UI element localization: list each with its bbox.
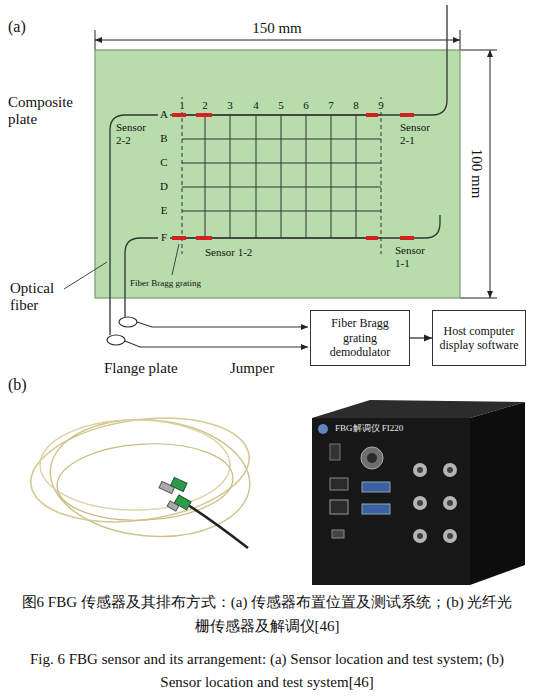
process-box: Fiber Bragg grating demodulator <box>310 310 410 366</box>
device-label: FBG解调仪 FI220 <box>335 423 403 433</box>
sensor-label: Sensor 2-1 <box>400 121 440 146</box>
column-number: 6 <box>300 99 312 112</box>
jumper-lines <box>125 322 308 347</box>
fbg-sensor-photo <box>24 405 256 548</box>
fbg-marks <box>172 115 414 238</box>
part-label: Jumper <box>230 360 274 377</box>
process-box: Host computer display software <box>432 310 526 366</box>
dimension-label: 100 mm <box>467 144 484 204</box>
dimension-lines <box>95 30 497 298</box>
sensor-label: Sensor 1-2 <box>205 246 252 259</box>
column-number: 7 <box>325 99 337 112</box>
column-number: 1 <box>176 99 188 112</box>
part-label: Optical fiber <box>10 280 76 315</box>
connector-arrow <box>410 337 432 338</box>
row-letter: B <box>158 132 170 145</box>
column-number: 5 <box>275 99 287 112</box>
sensor-label: Sensor 1-1 <box>395 244 435 269</box>
column-number: 4 <box>250 99 262 112</box>
column-number: 8 <box>350 99 362 112</box>
column-number: 3 <box>224 99 236 112</box>
flange-plates <box>107 317 137 345</box>
box-text: Host computer display software <box>438 324 520 353</box>
demodulator-photo <box>312 400 525 585</box>
row-letter: E <box>158 204 170 217</box>
caption: 图6 FBG 传感器及其排布方式：(a) 传感器布置位置及测试系统；(b) 光纤… <box>20 590 514 638</box>
sensor-label: Sensor 2-2 <box>116 121 156 146</box>
dimension-label: 150 mm <box>237 20 317 37</box>
part-label: Fiber Bragg grating <box>130 278 201 288</box>
row-letter: D <box>158 180 170 193</box>
row-letter: F <box>158 231 170 244</box>
panel-label: (b) <box>8 376 27 394</box>
column-number: 9 <box>375 99 387 112</box>
composite-plate <box>95 50 460 298</box>
grid <box>182 97 381 254</box>
row-letter: A <box>158 108 170 121</box>
optical-fiber <box>110 5 447 335</box>
row-letter: C <box>158 156 170 169</box>
panel-label: (a) <box>8 18 26 36</box>
column-number: 2 <box>199 99 211 112</box>
box-text: Fiber Bragg grating demodulator <box>316 316 404 359</box>
caption-english: Fig. 6 FBG sensor and its arrangement: (… <box>20 648 514 693</box>
part-label: Composite plate <box>8 94 92 129</box>
part-label: Flange plate <box>104 360 178 377</box>
